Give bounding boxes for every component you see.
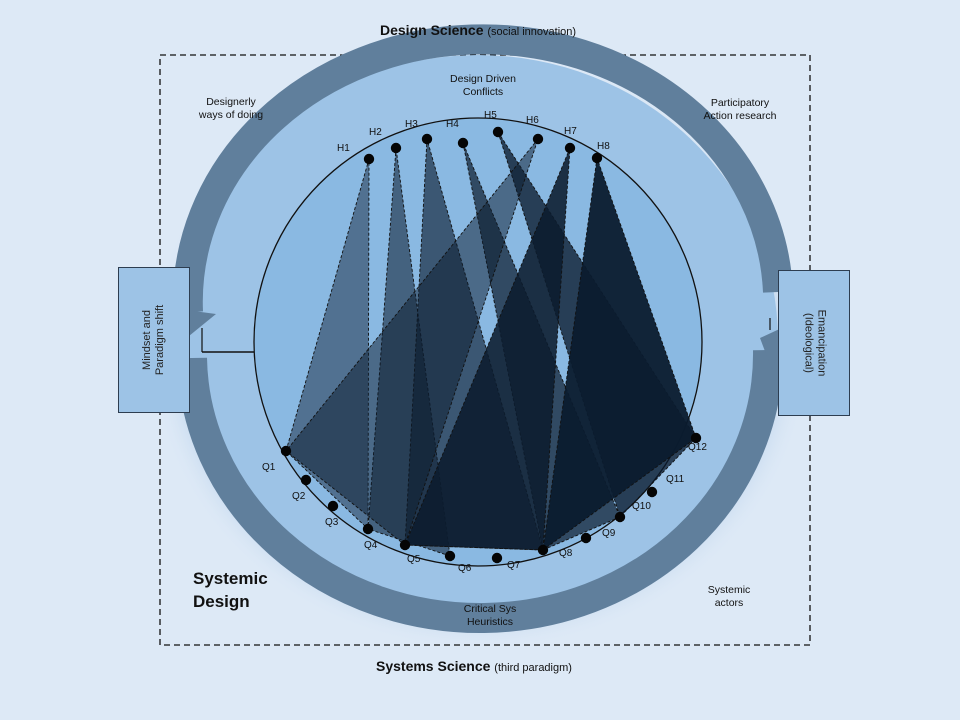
systemic-design-title: Systemic Design	[193, 567, 268, 613]
node-label-q11: Q11	[666, 474, 685, 485]
node-label-h7: H7	[564, 126, 577, 137]
top-right-label: Participatory Action research	[684, 97, 796, 123]
node-label-q1: Q1	[262, 462, 276, 473]
node-label-h3: H3	[405, 119, 418, 130]
node-dot-q3	[327, 500, 339, 512]
systemic-design-line1: Systemic	[193, 569, 268, 588]
node-dot-h8	[591, 152, 603, 164]
node-dot-q11	[646, 486, 658, 498]
left-side-tab: Mindset and Paradigm shift	[118, 267, 190, 413]
node-dot-q9	[580, 532, 592, 544]
node-dot-q5	[399, 539, 411, 551]
right-tab-line2: (Ideological)	[802, 313, 814, 373]
design-science-title: Design Science (social innovation)	[380, 22, 576, 38]
node-label-q2: Q2	[292, 491, 306, 502]
systems-science-title: Systems Science (third paradigm)	[376, 658, 572, 674]
node-label-q8: Q8	[559, 548, 573, 559]
top-left-label: Designerly ways of doing	[176, 96, 286, 122]
node-label-h4: H4	[446, 119, 459, 130]
node-dot-h2	[390, 142, 402, 154]
node-dot-q12	[690, 432, 702, 444]
design-science-sub: (social innovation)	[487, 26, 577, 38]
node-dot-h7	[564, 142, 576, 154]
bottom-arc-label: Critical Sys Heuristics	[435, 603, 545, 629]
wedge-layer	[285, 131, 697, 557]
left-tab-line2: Paradigm shift	[154, 304, 166, 376]
connection-wedge-h6	[285, 138, 539, 546]
bottom-arc	[177, 349, 784, 633]
node-dot-q1	[280, 445, 292, 457]
right-side-tab: Emancipation (Ideological)	[778, 270, 850, 416]
top-left-label-line2: ways of doing	[198, 109, 264, 121]
top-left-label-line1: Designerly	[206, 96, 256, 108]
top-right-label-line1: Participatory	[710, 97, 770, 109]
top-right-label-line2: Action research	[703, 110, 777, 122]
node-label-h6: H6	[526, 115, 539, 126]
bottom-right-label-line1: Systemic	[707, 584, 751, 596]
node-label-h8: H8	[597, 141, 610, 152]
node-dot-q4	[362, 523, 374, 535]
node-label-h1: H1	[337, 143, 350, 154]
node-dot-h6	[532, 133, 544, 145]
connection-wedge-h7	[404, 147, 571, 551]
node-dot-h4	[457, 137, 469, 149]
node-dot-h3	[421, 133, 433, 145]
node-dot-q10	[614, 511, 626, 523]
node-dots	[280, 126, 702, 564]
systems-science-sub: (third paradigm)	[494, 662, 572, 674]
node-label-q7: Q7	[507, 560, 521, 571]
node-dot-q2	[300, 474, 312, 486]
node-dot-q8	[537, 544, 549, 556]
node-label-h2: H2	[369, 127, 382, 138]
bottom-arc-label-line2: Heuristics	[466, 616, 514, 628]
connection-wedge-h8	[542, 157, 697, 551]
node-label-q5: Q5	[407, 554, 421, 565]
node-dot-q6	[444, 550, 456, 562]
node-dot-q7	[491, 552, 503, 564]
systems-science-main: Systems Science	[376, 658, 491, 674]
top-arc-label: Design Driven Conflicts	[428, 73, 538, 99]
node-dot-h1	[363, 153, 375, 165]
top-arc	[172, 24, 793, 313]
node-label-q10: Q10	[632, 501, 651, 512]
right-tab-line1: Emancipation	[815, 309, 827, 377]
bottom-arc-label-line1: Critical Sys	[463, 603, 517, 615]
top-arc-label-line1: Design Driven	[450, 73, 516, 85]
node-dot-h5	[492, 126, 504, 138]
top-arc-label-line2: Conflicts	[462, 86, 504, 98]
node-label-q9: Q9	[602, 528, 616, 539]
bottom-right-label: Systemic actors	[684, 584, 774, 610]
node-label-q3: Q3	[325, 517, 339, 528]
left-tab-line1: Mindset and	[141, 310, 153, 370]
design-science-main: Design Science	[380, 22, 484, 38]
bottom-right-label-line2: actors	[714, 597, 744, 609]
node-label-q12: Q12	[688, 442, 707, 453]
systemic-design-line2: Design	[193, 592, 250, 611]
node-label-q4: Q4	[364, 540, 378, 551]
node-label-q6: Q6	[458, 563, 472, 574]
node-label-h5: H5	[484, 110, 497, 121]
